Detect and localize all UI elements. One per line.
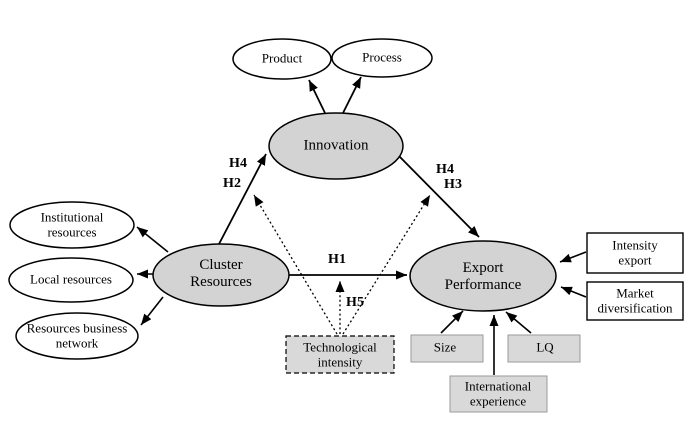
arrow-tech-intensity-to-h2-path bbox=[253, 194, 338, 335]
arrow-cluster-to-innovation-h2 bbox=[218, 153, 267, 245]
local-resources-ellipse bbox=[8, 257, 134, 303]
arrow-innovation-to-product bbox=[308, 79, 326, 114]
arrow-lq-to-export bbox=[505, 311, 532, 334]
resources-business-network-ellipse bbox=[15, 312, 139, 360]
market-diversification-box bbox=[586, 281, 684, 321]
technological-intensity-box bbox=[285, 335, 395, 374]
size-box bbox=[410, 334, 484, 363]
intensity-export-box bbox=[586, 232, 684, 274]
arrow-market-diversification-to-export bbox=[560, 286, 587, 298]
international-experience-box bbox=[449, 375, 548, 413]
process-ellipse bbox=[331, 38, 433, 78]
arrow-innovation-to-process bbox=[342, 76, 362, 114]
innovation-ellipse bbox=[268, 112, 404, 180]
institutional-resources-ellipse bbox=[9, 201, 135, 249]
lq-box bbox=[507, 334, 581, 363]
arrow-intensity-export-to-export bbox=[559, 251, 587, 263]
arrow-size-to-export bbox=[440, 310, 464, 334]
arrow-cluster-to-network bbox=[140, 296, 164, 326]
cluster-resources-ellipse bbox=[152, 243, 290, 307]
export-performance-ellipse bbox=[409, 240, 557, 312]
arrow-innovation-to-export-h3 bbox=[397, 154, 480, 238]
product-ellipse bbox=[232, 38, 332, 80]
arrow-cluster-to-institutional bbox=[136, 226, 169, 253]
